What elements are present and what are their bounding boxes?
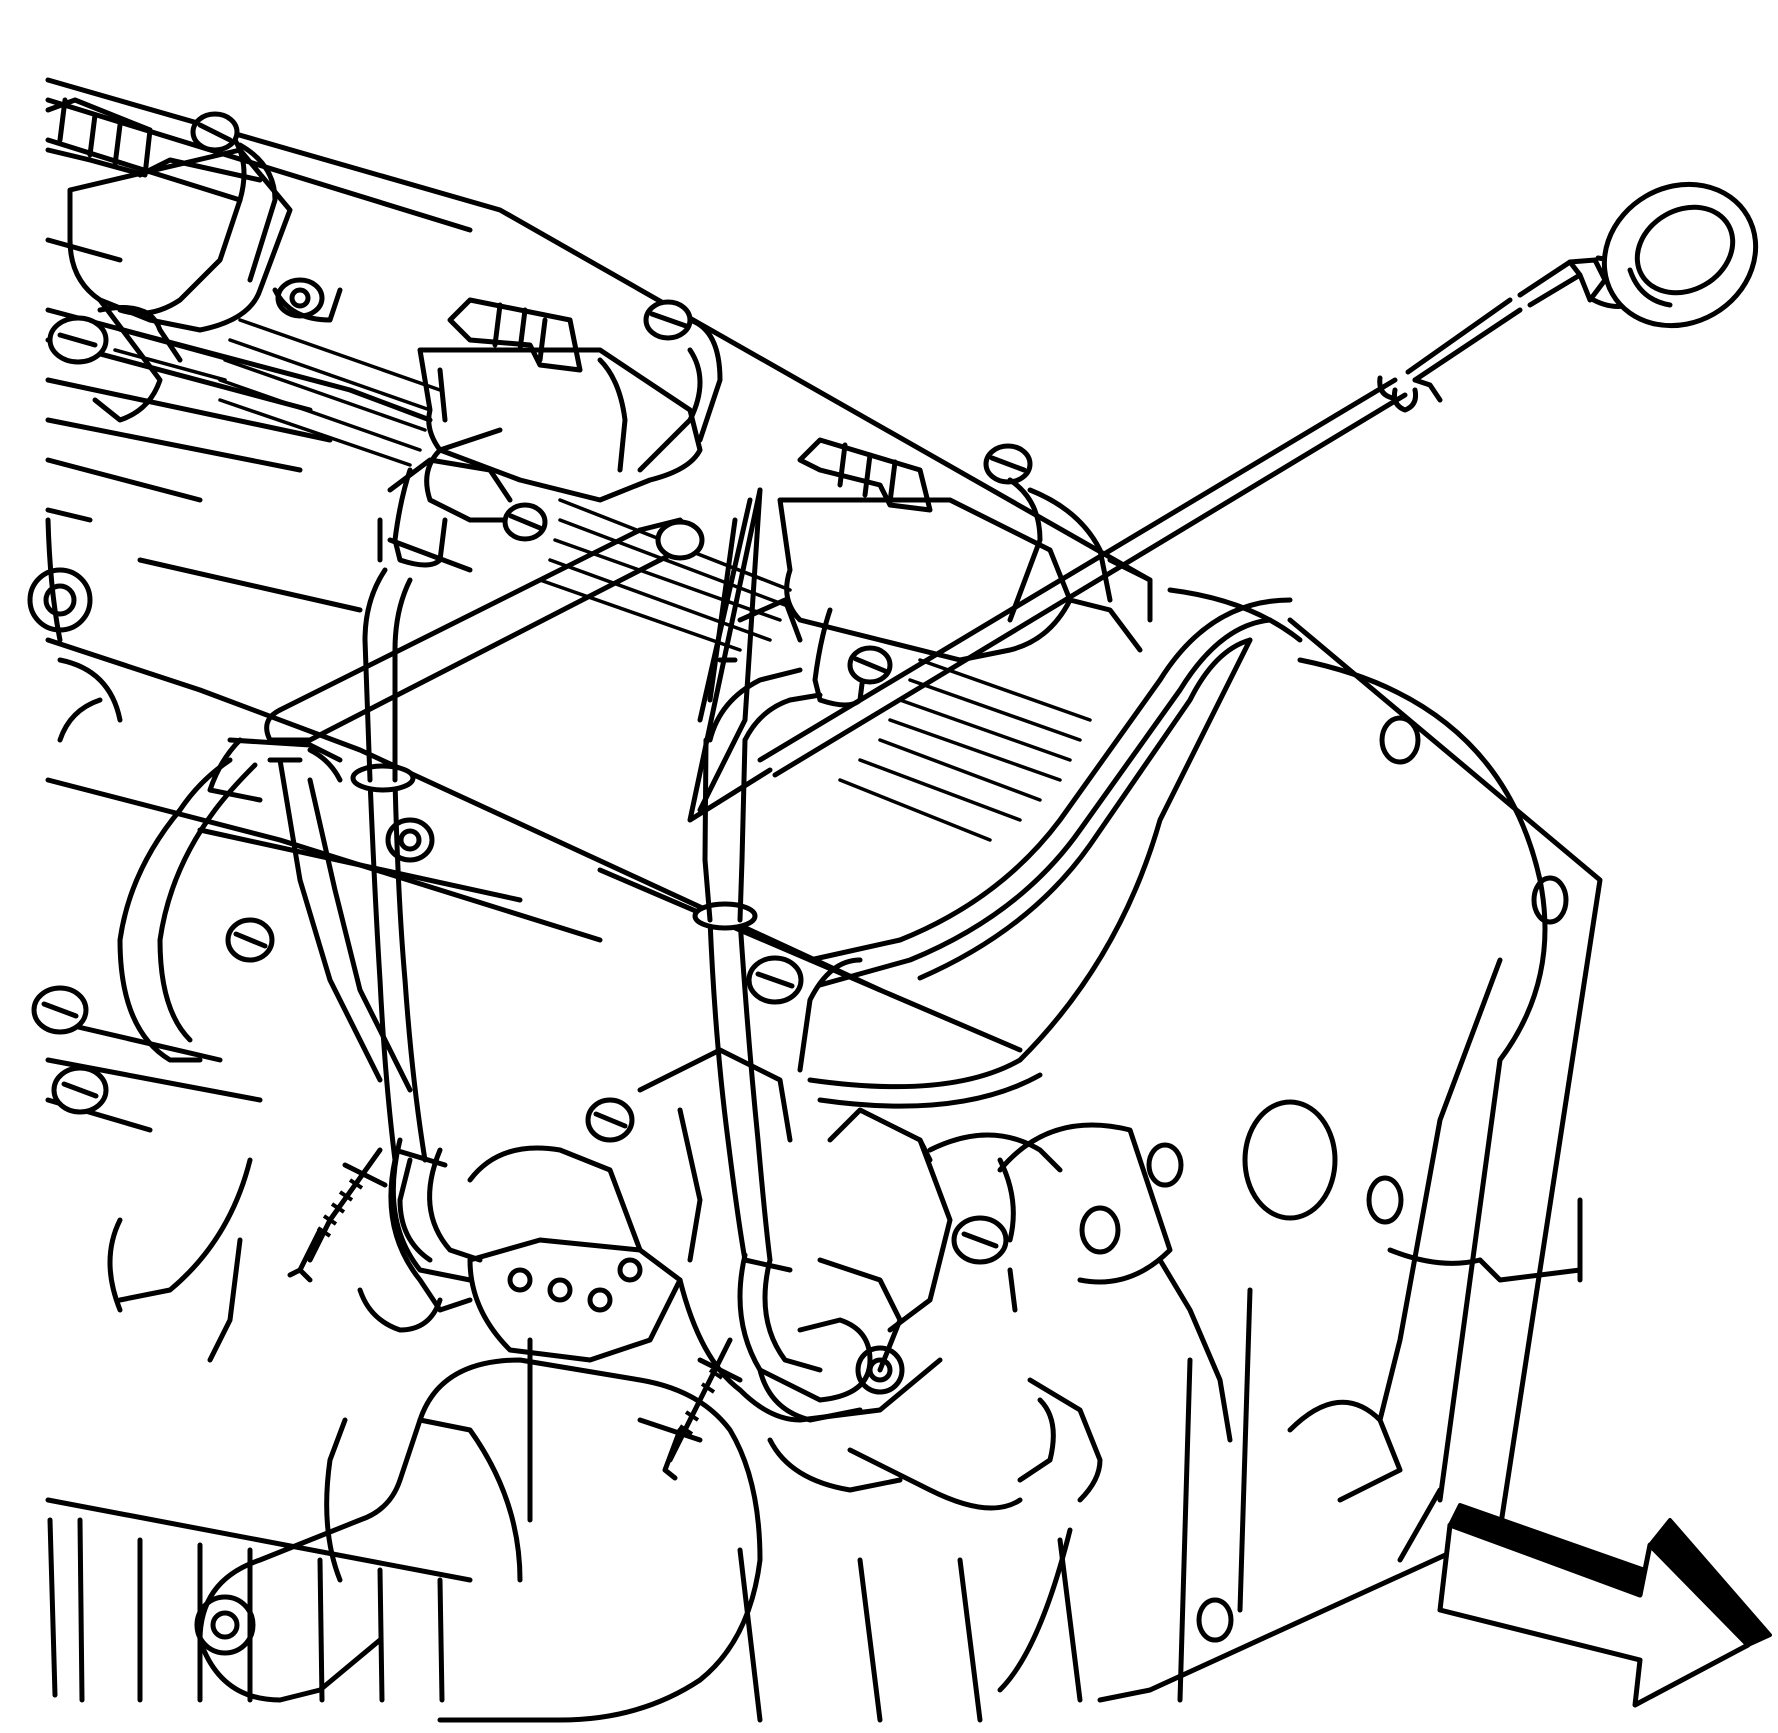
exhaust-manifold: [107, 1047, 1233, 1723]
cylinder-head: [27, 77, 1153, 1133]
valve-cover-ribs: [113, 318, 1092, 842]
spark-plug-wire-rear: [350, 763, 483, 1283]
spark-plug-wire-front: [692, 737, 773, 1263]
coil-bracket-bolts: [47, 111, 1033, 485]
spark-plug-boot-right: [737, 1252, 905, 1423]
spark-plug-right: [662, 1337, 743, 1481]
dipstick-guide-bracket: [687, 487, 773, 823]
view-direction-arrow: [1437, 1503, 1772, 1708]
head-bolts: [31, 502, 1018, 1313]
ignition-coil-bank: [45, 97, 1153, 708]
dipstick-handle-ring: [1601, 181, 1759, 329]
engine-block: [45, 1197, 1583, 1723]
valve-cover: [797, 597, 1293, 1109]
wire-loom-tube: [117, 517, 705, 1093]
spark-plug-boot-left: [357, 1157, 473, 1333]
spark-plug-left: [287, 1147, 388, 1283]
ignition-coil-2: [377, 297, 723, 573]
oil-level-dipstick: [757, 181, 1759, 778]
